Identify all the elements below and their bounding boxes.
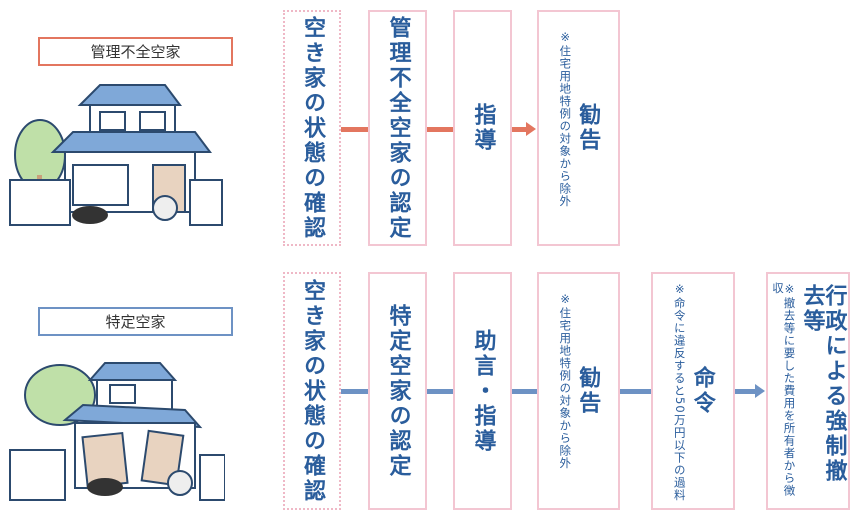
connector <box>341 389 368 394</box>
step-gyousei-kyousei-tekkyo: ※撤去等に要した費用を所有者から徴収 行政による強制撤去等 <box>766 272 850 510</box>
step-label: 特定空家の認定 <box>385 303 411 479</box>
step-label: 空き家の状態の確認 <box>300 278 325 504</box>
step-label: 指導 <box>470 103 496 153</box>
connector <box>512 389 537 394</box>
step-kankoku-bottom: ※住宅用地特例の対象から除外 勧告 <box>537 272 620 510</box>
label-tokutei-akiya: 特定空家 <box>38 307 233 336</box>
step-status-check-top: 空き家の状態の確認 <box>283 10 341 246</box>
house-illustration-dilapidated <box>9 362 225 501</box>
step-shidou-top: 指導 <box>453 10 512 246</box>
connector-arrow <box>735 389 756 394</box>
connector-arrow <box>512 127 527 132</box>
connector <box>341 127 368 132</box>
step-tokutei-nintei: 特定空家の認定 <box>368 272 427 510</box>
step-label: 空き家の状態の確認 <box>300 15 325 241</box>
step-status-check-bottom: 空き家の状態の確認 <box>283 272 341 510</box>
connector <box>427 389 453 394</box>
label-kanri-fuzen-akiya: 管理不全空家 <box>38 37 233 66</box>
step-note: ※住宅用地特例の対象から除外 <box>558 30 573 208</box>
connector <box>427 127 453 132</box>
step-label: 命令 <box>689 366 715 416</box>
step-label: 管理不全空家の認定 <box>385 15 411 241</box>
step-meirei: ※命令に違反すると50万円以下の過料 命令 <box>651 272 735 510</box>
step-label: 勧告 <box>575 103 601 153</box>
step-label: 勧告 <box>575 366 601 416</box>
step-note: ※住宅用地特例の対象から除外 <box>558 292 573 470</box>
step-note: ※撤去等に要した費用を所有者から徴収 <box>771 282 797 497</box>
step-jogen-shidou: 助言・指導 <box>453 272 512 510</box>
step-kankoku-top: ※住宅用地特例の対象から除外 勧告 <box>537 10 620 246</box>
step-label: 助言・指導 <box>470 328 496 454</box>
arrow-head-icon <box>755 384 765 398</box>
arrow-head-icon <box>526 122 536 136</box>
step-label: 行政による強制撤去等 <box>799 284 847 484</box>
step-kanri-nintei: 管理不全空家の認定 <box>368 10 427 246</box>
house-illustration-managed <box>9 84 223 226</box>
connector <box>620 389 651 394</box>
step-note: ※命令に違反すると50万円以下の過料 <box>672 282 687 502</box>
